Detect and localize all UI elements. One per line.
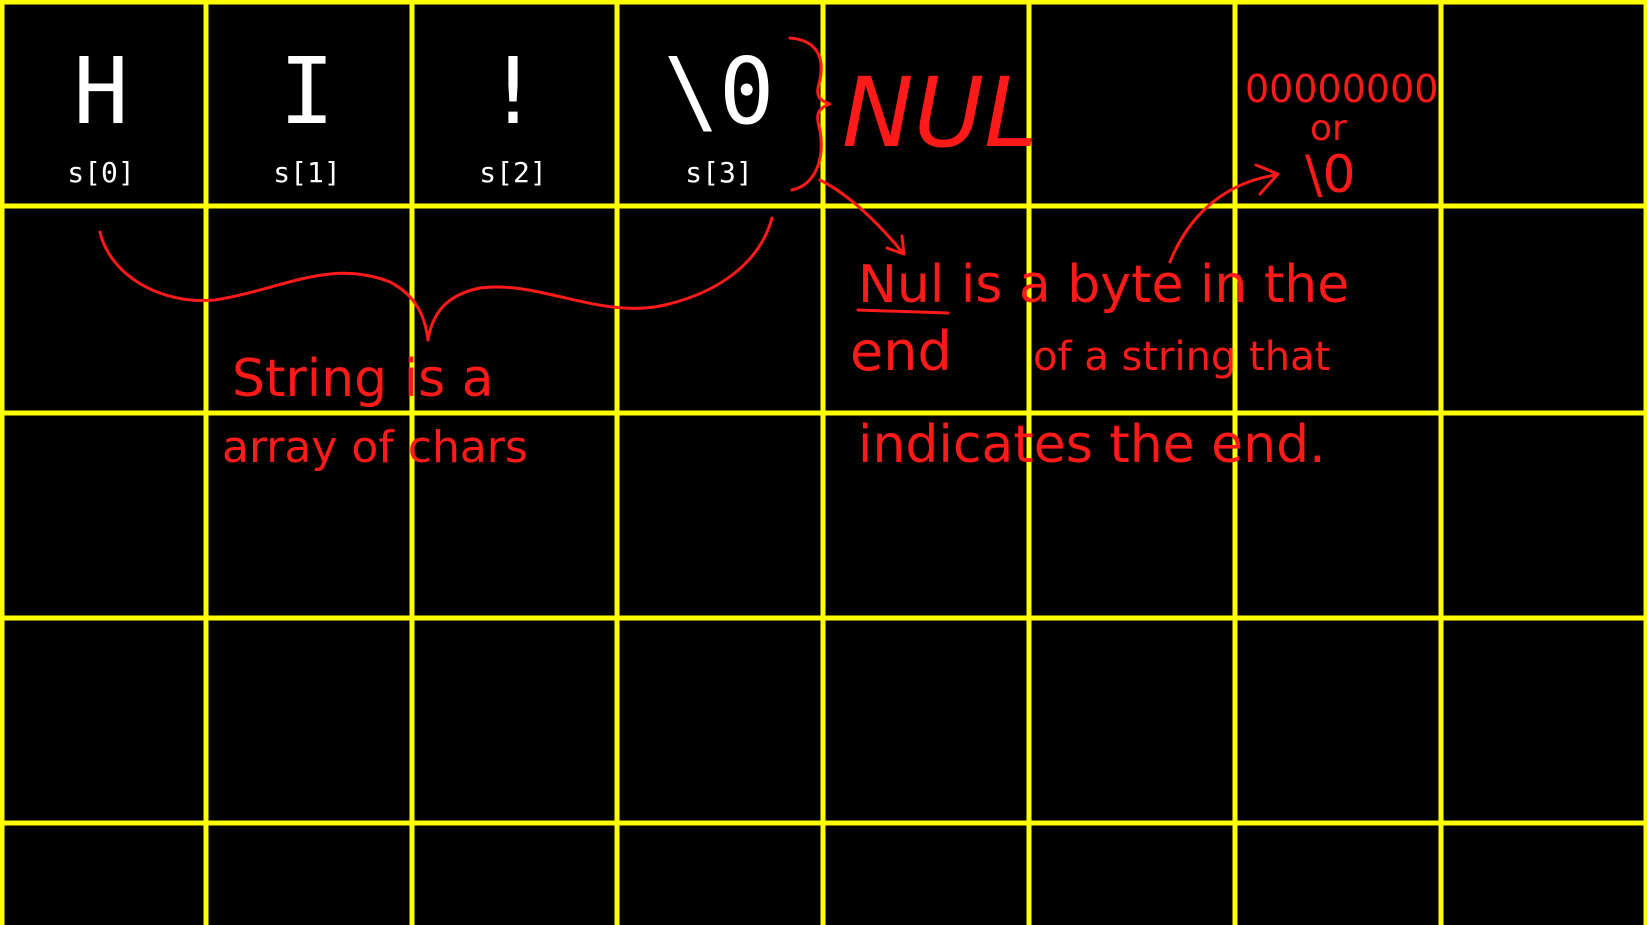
brace-to-nul-arrowhead xyxy=(885,234,906,256)
binary-zero-label: 00000000 xyxy=(1245,67,1438,111)
nul-underline xyxy=(856,308,950,315)
index-label-1: s[1] xyxy=(273,156,341,189)
char-cell-1: I xyxy=(279,38,335,145)
nul-note-line-2-end: end xyxy=(850,320,952,383)
char-cell-3: \0 xyxy=(663,38,775,145)
byte-to-escape-arrow xyxy=(1168,173,1277,264)
char-cell-0: H xyxy=(73,38,129,145)
char-cell-2: ! xyxy=(485,38,541,145)
escape-zero-label: \0 xyxy=(1305,145,1356,205)
nul-note-line-1: Nul is a byte in the xyxy=(858,255,1349,315)
nul-label: NUL xyxy=(842,57,1038,169)
string-brace xyxy=(98,216,774,342)
nul-brace xyxy=(788,36,832,192)
index-label-0: s[0] xyxy=(67,156,135,189)
or-label: or xyxy=(1310,108,1347,149)
string-note-line-1: String is a xyxy=(232,349,494,409)
brace-to-nul-arrow xyxy=(818,178,904,254)
nul-note-line-2-rest: of a string that xyxy=(1033,334,1330,380)
string-note-line-2: array of chars xyxy=(222,422,528,473)
index-label-3: s[3] xyxy=(685,156,753,189)
index-label-2: s[2] xyxy=(479,156,547,189)
nul-note-line-3: indicates the end. xyxy=(858,415,1326,475)
byte-to-escape-arrowhead xyxy=(1254,163,1280,196)
